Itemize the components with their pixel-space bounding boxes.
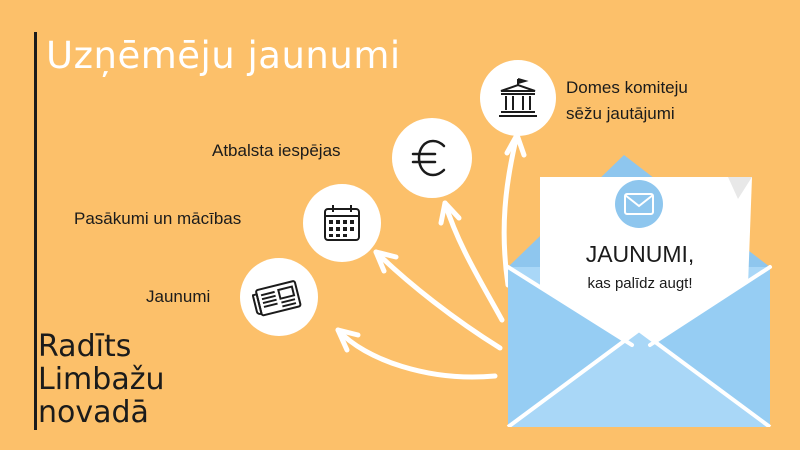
- letter-paper: [540, 177, 752, 340]
- label-council-line1: Domes komiteju: [566, 78, 688, 97]
- label-support-options: Atbalsta iespējas: [212, 141, 341, 160]
- label-news: Jaunumi: [146, 287, 211, 306]
- arrow-to-building: [501, 132, 520, 288]
- arrow-to-newspaper: [335, 327, 498, 380]
- arrow-to-calendar: [373, 249, 503, 351]
- government-building-icon: [499, 78, 537, 117]
- page-title: Uzņēmēju jaunumi: [46, 34, 401, 77]
- vertical-divider-line: [34, 32, 37, 430]
- envelope-graphic: [506, 155, 772, 427]
- label-council-line2: sēžu jautājumi: [566, 104, 675, 123]
- calendar-icon: [324, 205, 360, 241]
- brand-line-1: Radīts: [38, 329, 132, 364]
- brand-line-2: Limbažu: [38, 362, 165, 397]
- building-circle: [480, 60, 556, 136]
- newspaper-icon: [252, 280, 302, 317]
- calendar-circle: [303, 184, 381, 262]
- newspaper-circle: [240, 258, 318, 336]
- letter-subheading: kas palīdz augt!: [587, 275, 693, 292]
- euro-icon: [411, 139, 446, 177]
- mail-icon: [624, 193, 654, 215]
- label-events-training: Pasākumi un mācības: [74, 209, 242, 228]
- euro-circle: [392, 118, 472, 198]
- mail-circle: [615, 180, 663, 228]
- brand-logo-text: Radīts Limbažu novadā: [38, 330, 164, 429]
- letter-heading: JAUNUMI,: [585, 241, 695, 267]
- brand-line-3: novadā: [38, 395, 149, 430]
- arrow-to-euro: [442, 200, 505, 323]
